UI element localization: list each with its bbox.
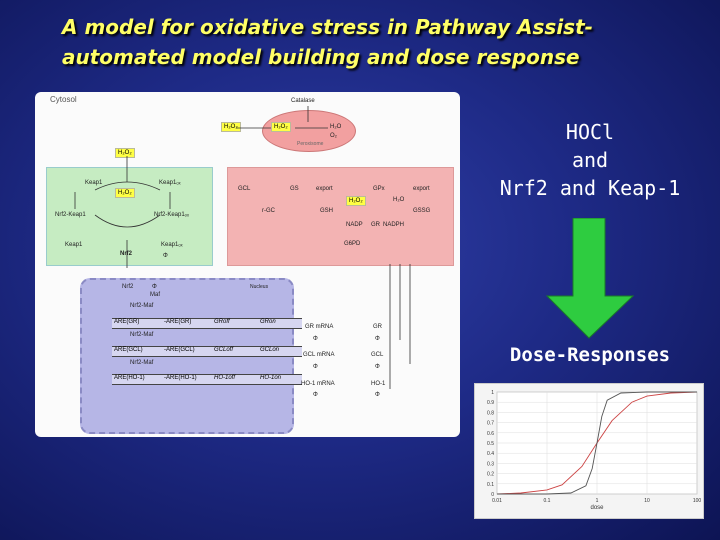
h2o-label: H₂O [330,124,342,130]
catalase-label: Catalase [291,98,315,104]
nrf2maf-ho1: Nrf2-Maf [130,360,154,366]
title-line-1: A model for oxidative stress in Pathway … [62,15,593,39]
x-tick-label: 10 [644,498,650,504]
rgc-label: r-GC [262,208,275,214]
pathway-diagram: Cytosol Catalase H₂O₂ H₂O₂ H₂O O₂ Peroxi… [35,92,460,437]
h2o2-keap-box: H₂O₂ [115,188,135,198]
nrf2-keap1-label: Nrf2-Keap1 [55,212,86,218]
keap1ox-label: Keap1ₒₓ [159,180,181,186]
dose-response-plot: 0 0.1 0.2 0.3 0.4 0.5 0.6 0.7 0.8 0.9 1 0.01 0.1 1 10 1… [487,390,702,511]
gs-label: GS [290,186,299,192]
h2o2-outer: H₂O₂ [221,122,241,132]
phi-ho1-2: Φ [375,392,380,398]
phi-gcl-2: Φ [375,364,380,370]
x-axis-label: dose [590,505,604,511]
are-gr-off: -ARE(GR) [164,319,192,325]
nadp-label: NADP [346,222,363,228]
x-tick-label: 0.1 [544,498,551,504]
ho1-off: HO-1off [214,375,236,381]
keap1-free-label: Keap1 [65,242,83,248]
y-tick-label: 0.7 [487,421,494,427]
cytosol-label: Cytosol [50,95,77,104]
down-arrow [545,218,635,339]
gcl-mrna: GCL mRNA [303,352,335,358]
x-tick-label: 0.01 [492,498,502,504]
gsh-label: GSH [320,208,334,214]
gcl-label: GCL [238,186,251,192]
y-tick-label: 0.6 [487,431,494,437]
dose-response-chart: 0 0.1 0.2 0.3 0.4 0.5 0.6 0.7 0.8 0.9 1 0.01 0.1 1 10 1… [474,383,704,519]
stimulus-text: HOCl and Nrf2 and Keap-1 [470,118,710,202]
ho1-on: HO-1on [260,375,282,381]
dose-responses-label: Dose-Responses [509,344,671,366]
y-tick-label: 0.3 [487,461,494,467]
ho1-mrna: HO-1 mRNA [301,381,335,387]
g6pd-label: G6PD [344,241,361,247]
gssg-label: GSSG [413,208,431,214]
phi-keap: Φ [163,253,168,259]
gene-row-gr: ARE(GR) -ARE(GR) GRoff GRon [112,318,302,329]
hocl-label: HOCl [565,120,615,144]
nrf2-label: Nrf2 [120,251,133,257]
phi-gr-1: Φ [313,336,318,342]
nadph-label: NADPH [383,222,405,228]
are-gcl: ARE(GCL) [114,347,143,353]
nrf2maf-gcl: Nrf2-Maf [130,332,154,338]
phi-ho1-1: Φ [313,392,318,398]
y-tick-label: 1 [491,390,494,396]
phi-nuclear: Φ [152,284,157,290]
nrf2maf-gr: Nrf2-Maf [130,303,154,309]
h2o2-gsh-box: H₂O₂ [346,196,366,206]
gr-mrna: GR mRNA [305,324,334,330]
ho1-protein: HO-1 [371,381,386,387]
nucleus-module: Nucleus Nrf2 Φ Maf Nrf2-Maf ARE(GR) -ARE… [80,278,302,434]
h2o2-cytosol: H₂O₂ [115,148,135,158]
keap1-nrf2-module: Keap1 Keap1ₒₓ H₂O₂ Nrf2-Keap1 Nrf2-Keap1… [46,167,213,266]
are-gr: ARE(GR) [114,319,140,325]
h2o-gsh-label: H₂O [393,197,405,203]
export-label-2: export [413,186,430,192]
nrf2-keap-label: Nrf2 and Keap-1 [499,176,681,200]
phi-gr-2: Φ [375,336,380,342]
maf-label: Maf [150,292,161,298]
are-ho1-off: -ARE(HO-1) [164,375,197,381]
are-gcl-off: -ARE(GCL) [164,347,195,353]
gene-row-ho1: ARE(HO-1) -ARE(HO-1) HO-1off HO-1on [112,374,302,385]
nrf2-keap1ox-label: Nrf2-Keap1ₒₓ [154,212,189,218]
gr-protein: GR [373,324,382,330]
keap1ox-free-label: Keap1ₒₓ [161,242,183,248]
nucleus-label: Nucleus [250,284,269,290]
nrf2-nuclear-label: Nrf2 [122,284,134,290]
y-tick-label: 0.9 [487,400,494,406]
gr-off: GRoff [214,319,230,325]
o2-label: O₂ [330,133,337,139]
series-line-2 [497,391,697,495]
y-tick-label: 0.8 [487,410,494,416]
gene-row-gcl: ARE(GCL) -ARE(GCL) GCLoff GCLon [112,346,302,357]
x-tick-label: 100 [693,498,702,504]
y-tick-label: 0 [491,492,494,498]
y-tick-label: 0.2 [487,472,494,478]
y-tick-label: 0.5 [487,441,494,447]
y-tick-label: 0.1 [487,482,494,488]
h2o2-peroxisome: H₂O₂ [271,122,291,132]
export-label-1: export [316,186,333,192]
gcl-off: GCLoff [214,347,234,353]
gr-on: GRon [260,319,276,325]
are-ho1: ARE(HO-1) [114,375,145,381]
peroxisome-label: Peroxisome [297,141,324,147]
phi-gcl-1: Φ [313,364,318,370]
glutathione-module: GCL GS export GPx export H₂O₂ H₂O r-GC G… [227,167,454,266]
keap1-label: Keap1 [85,180,103,186]
title-line-2: automated model building and dose respon… [62,45,580,69]
gcl-protein: GCL [371,352,384,358]
gr-label: GR [371,222,380,228]
gcl-on: GCLon [260,347,280,353]
gpx-label: GPx [373,186,385,192]
slide-title: A model for oxidative stress in Pathway … [62,12,702,72]
y-tick-label: 0.4 [487,451,494,457]
x-tick-label: 1 [596,498,599,504]
and-label: and [571,148,609,172]
